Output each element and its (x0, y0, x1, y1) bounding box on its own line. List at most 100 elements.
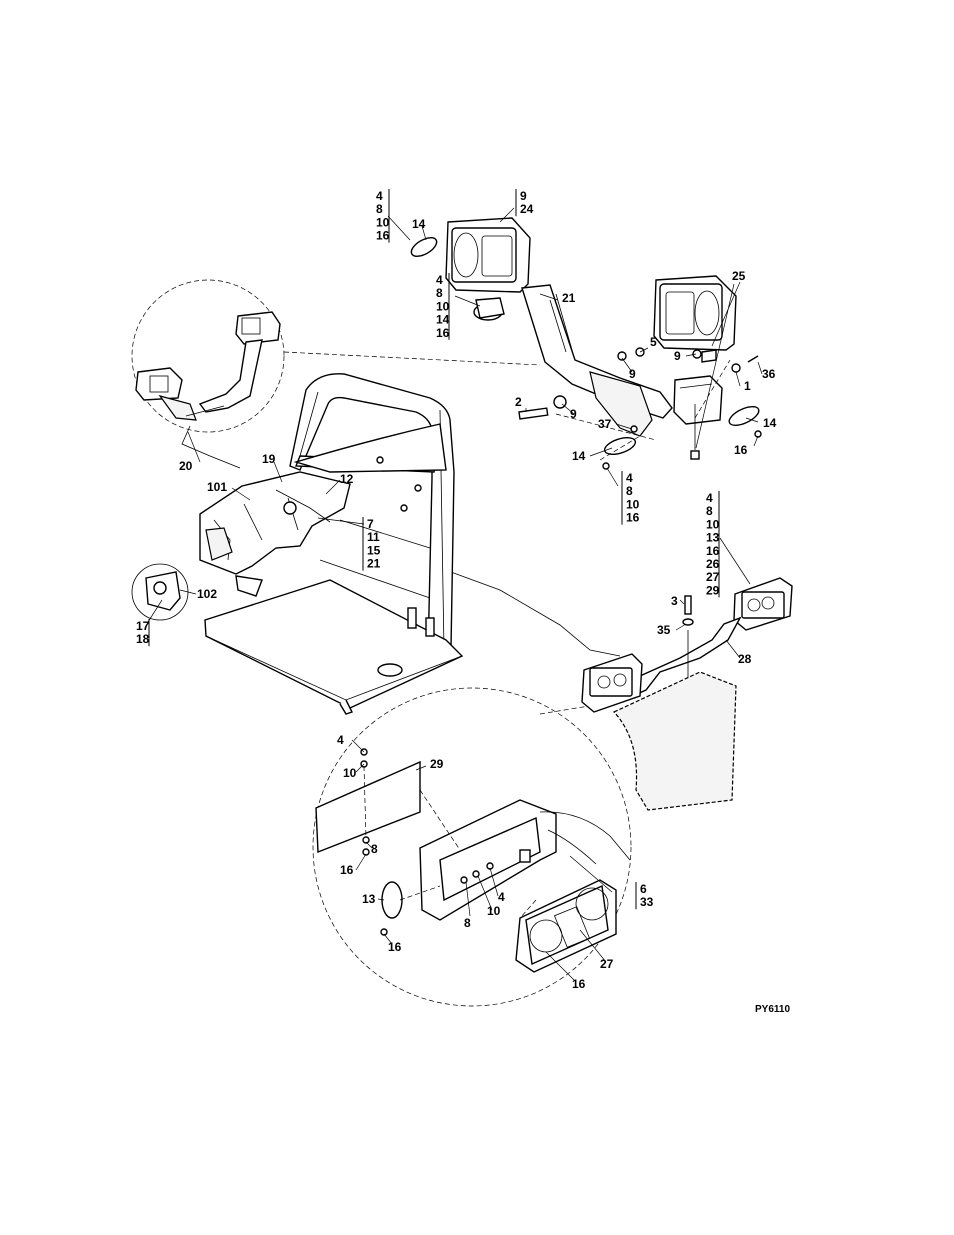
callout-number: 16 (340, 863, 354, 877)
callout-number: 35 (657, 623, 671, 637)
callout-c13: 9 (570, 407, 577, 421)
callout-number: 27 (600, 957, 614, 971)
callout-number: 27 (706, 570, 720, 584)
callout-number: 33 (640, 895, 654, 909)
callout-number: 8 (706, 504, 713, 518)
callout-number: 21 (367, 557, 381, 571)
callout-number: 16 (388, 940, 402, 954)
bracket-detail (131, 563, 189, 621)
callout-number: 6 (640, 882, 647, 896)
machine-frame (204, 373, 464, 715)
detail-circle-top-left (131, 279, 285, 433)
leader-lines (147, 207, 763, 981)
callout-c22: 101 (207, 480, 227, 494)
callout-number: 24 (520, 202, 534, 216)
callout-c15: 14 (763, 416, 777, 430)
tail-light-bar (581, 577, 793, 713)
callout-number: 16 (572, 977, 586, 991)
callout-number: 16 (376, 229, 390, 243)
callout-c27: 3 (671, 594, 678, 608)
callout-number: 2 (515, 395, 522, 409)
callout-c10: 1 (744, 379, 751, 393)
callout-c25: 102 (197, 587, 217, 601)
callout-number: 19 (262, 452, 276, 466)
callout-number: 102 (197, 587, 217, 601)
callout-number: 26 (706, 557, 720, 571)
callout-c37: 8 (464, 916, 471, 930)
callout-c42: 16 (572, 977, 586, 991)
callout-number: 8 (436, 286, 443, 300)
upper-right-headlamp (653, 275, 737, 351)
callout-c41: 27 (600, 957, 614, 971)
callout-c29: 28 (738, 652, 752, 666)
callout-number: 4 (498, 890, 505, 904)
callout-number: 11 (367, 530, 380, 544)
callout-number: 20 (179, 459, 193, 473)
callout-c20: 19 (262, 452, 276, 466)
callout-number: 9 (629, 367, 636, 381)
callout-c28: 35 (657, 623, 671, 637)
callout-c14: 37 (598, 417, 612, 431)
callout-c30: 4 (337, 733, 344, 747)
callout-number: 13 (706, 531, 720, 545)
callout-c16: 16 (734, 443, 748, 457)
upper-left-headlamp (445, 217, 531, 293)
callout-c21: 12 (340, 472, 354, 486)
callout-number: 21 (562, 291, 576, 305)
callout-c6: 21 (562, 291, 576, 305)
callout-c39: 4 (498, 890, 505, 904)
drawing-code: PY6110 (755, 1004, 790, 1015)
callout-c8: 9 (629, 367, 636, 381)
callout-number: 14 (436, 313, 450, 327)
callout-number: 4 (706, 491, 713, 505)
callout-c9: 9 (674, 349, 681, 363)
steering-console (199, 471, 351, 597)
callout-c2: 14 (412, 217, 426, 231)
callout-number: 3 (671, 594, 678, 608)
callout-c33: 8 (371, 842, 378, 856)
callout-c12: 2 (515, 395, 522, 409)
callout-number: 8 (464, 916, 471, 930)
callout-number: 15 (367, 543, 381, 557)
callout-c31: 10 (343, 766, 357, 780)
callout-number: 10 (376, 215, 390, 229)
callout-number: 10 (487, 904, 501, 918)
callout-number: 10 (343, 766, 357, 780)
detail-small-lights (135, 311, 281, 469)
callout-c34: 16 (340, 863, 354, 877)
callout-number: 16 (626, 511, 640, 525)
detail-lamp-exploded (315, 748, 631, 973)
callout-c35: 13 (362, 892, 376, 906)
callout-c19: 20 (179, 459, 193, 473)
callout-number: 9 (570, 407, 577, 421)
callout-number: 4 (337, 733, 344, 747)
callout-number: 16 (734, 443, 748, 457)
callout-number: 7 (367, 517, 374, 531)
callout-c11: 36 (762, 367, 776, 381)
callout-number: 9 (674, 349, 681, 363)
callout-c3: 924 (515, 189, 534, 217)
callout-number: 16 (436, 326, 450, 340)
detail-circle-bottom (312, 687, 632, 1007)
callout-number: 4 (376, 189, 383, 203)
detail-connector-top (283, 351, 541, 366)
callout-number: 29 (706, 583, 720, 597)
callout-number: 14 (412, 217, 426, 231)
callout-number: 10 (436, 299, 450, 313)
detail-connector-bottom (539, 704, 596, 715)
callout-number: 25 (732, 269, 746, 283)
callout-number: 10 (626, 497, 640, 511)
callout-number: 1 (744, 379, 751, 393)
callout-c38: 10 (487, 904, 501, 918)
callout-c17: 14 (572, 449, 586, 463)
callout-c7: 5 (650, 335, 657, 349)
callout-number: 37 (598, 417, 612, 431)
callout-number: 16 (706, 544, 720, 558)
callout-c5: 25 (732, 269, 746, 283)
